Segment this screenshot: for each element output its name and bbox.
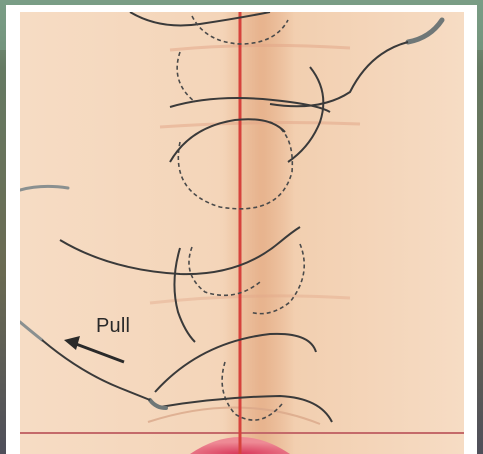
- incision-shadow-band: [225, 12, 295, 454]
- pull-label: Pull: [96, 315, 130, 338]
- suture-illustration: Pull: [20, 12, 464, 454]
